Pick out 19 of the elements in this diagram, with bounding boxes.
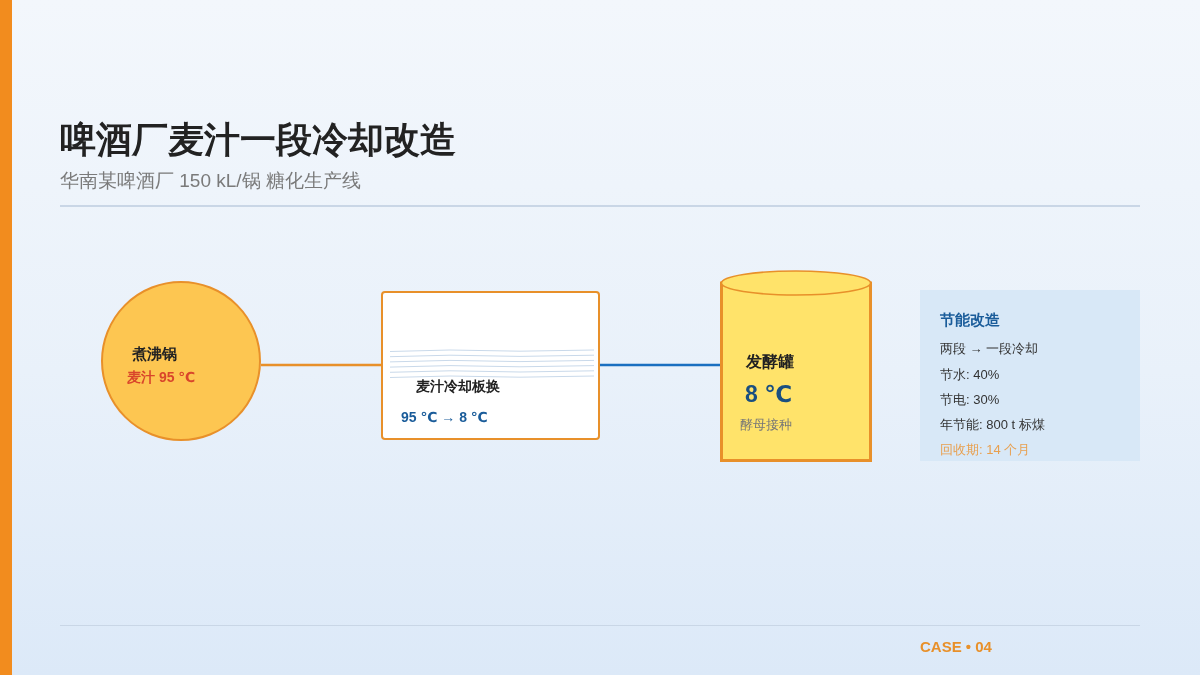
subtitle: 华南某啤酒厂 150 kL/锅 糖化生产线 — [60, 170, 361, 193]
temperature-text: 95 ℃ → 8 ℃ — [401, 409, 488, 426]
temperature-text: 8 ℃ — [745, 381, 793, 409]
panel-text: 回收期: 14 个月 — [940, 442, 1031, 458]
node-label: 煮沸锅 — [132, 345, 177, 363]
node-label: 发酵罐 — [746, 352, 794, 372]
title: 啤酒厂麦汁一段冷却改造 — [60, 118, 456, 162]
connector-line — [600, 363, 721, 367]
panel-text: 两段 → 一段冷却 — [940, 341, 1039, 357]
panel-text: 年节能: 800 t 标煤 — [940, 417, 1045, 433]
heat-exchanger-box — [381, 291, 600, 440]
temperature-text: 麦汁 95 ℃ — [127, 369, 196, 386]
note-text: 酵母接种 — [740, 417, 792, 433]
panel-text: 节电: 30% — [940, 392, 1000, 408]
panel-heading: 节能改造 — [940, 311, 1000, 329]
page-number: CASE • 04 — [920, 638, 992, 656]
connector-line — [260, 363, 381, 367]
node-label: 麦汁冷却板换 — [416, 378, 500, 395]
panel-text: 节水: 40% — [940, 367, 1000, 383]
